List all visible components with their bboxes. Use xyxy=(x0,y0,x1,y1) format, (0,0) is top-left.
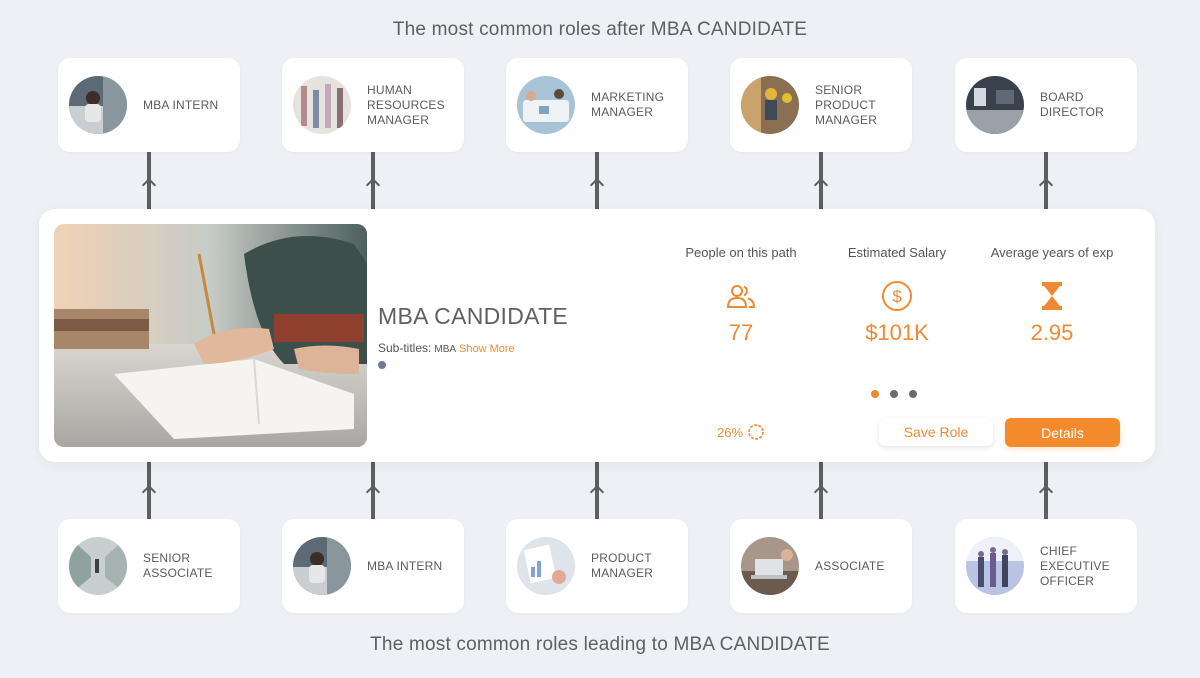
arrow-up-icon xyxy=(1038,177,1054,193)
arrow-up-icon xyxy=(589,484,605,500)
arrow-up-icon xyxy=(365,484,381,500)
arrow-up-icon xyxy=(589,177,605,193)
arrow-up-icon xyxy=(141,177,157,193)
role-title: MARKETING MANAGER xyxy=(591,90,665,119)
arrow-up-icon xyxy=(141,484,157,500)
stat-label: People on this path xyxy=(685,245,797,260)
connector-line xyxy=(819,152,823,209)
role-title: PRODUCT MANAGER xyxy=(591,551,654,580)
hourglass-icon xyxy=(1036,280,1068,312)
business-people-photo xyxy=(966,537,1024,595)
role-title: MBA INTERN xyxy=(367,558,443,573)
save-role-button[interactable]: Save Role xyxy=(879,418,993,446)
office-hallway-photo xyxy=(69,537,127,595)
stat-people-on-path: People on this path 77 xyxy=(661,245,821,346)
people-icon xyxy=(725,280,757,312)
role-card-next-3[interactable]: MARKETING MANAGER xyxy=(506,58,688,152)
stat-value: $101K xyxy=(865,320,929,345)
meeting-table-photo xyxy=(517,76,575,134)
arrow-up-icon xyxy=(365,177,381,193)
match-percent-value: 26% xyxy=(717,424,744,440)
stat-label: Estimated Salary xyxy=(847,245,947,260)
connector-line xyxy=(371,152,375,209)
stat-value: 77 xyxy=(728,320,754,345)
details-button[interactable]: Details xyxy=(1005,418,1120,447)
connector-line xyxy=(1044,152,1048,209)
role-card-next-5[interactable]: BOARD DIRECTOR xyxy=(955,58,1137,152)
show-more-link[interactable]: Show More xyxy=(459,343,515,355)
stats-pager xyxy=(871,390,917,398)
connector-line xyxy=(147,152,151,209)
role-card-previous-4[interactable]: ASSOCIATE xyxy=(730,519,912,613)
office-interior-photo xyxy=(966,76,1024,134)
connector-line xyxy=(147,462,151,519)
connector-line xyxy=(371,462,375,519)
pager-dot-1[interactable] xyxy=(871,390,879,398)
role-card-previous-1[interactable]: SENIOR ASSOCIATE xyxy=(58,519,240,613)
subtitle-indicator-dot xyxy=(378,361,386,369)
role-title: SENIOR ASSOCIATE xyxy=(143,551,213,580)
previous-roles-heading: The most common roles leading to MBA CAN… xyxy=(370,634,830,655)
stat-average-years-exp: Average years of exp 2.95 xyxy=(972,245,1132,346)
progress-ring-icon xyxy=(748,424,764,440)
role-title: BOARD DIRECTOR xyxy=(1040,90,1105,119)
previous-roles-row: SENIOR ASSOCIATE MBA INTERN PRODUCT MANA… xyxy=(0,519,1200,613)
connector-line xyxy=(595,152,599,209)
person-studying-photo xyxy=(69,76,127,134)
role-card-next-1[interactable]: MBA INTERN xyxy=(58,58,240,152)
role-card-previous-5[interactable]: CHIEF EXECUTIVE OFFICER xyxy=(955,519,1137,613)
stat-label: Average years of exp xyxy=(990,245,1114,260)
role-card-next-2[interactable]: HUMAN RESOURCES MANAGER xyxy=(282,58,464,152)
laptop-desk-photo xyxy=(741,537,799,595)
role-title: CHIEF EXECUTIVE OFFICER xyxy=(1040,543,1110,588)
role-card-next-4[interactable]: SENIOR PRODUCT MANAGER xyxy=(730,58,912,152)
stat-value: 2.95 xyxy=(1030,320,1074,345)
role-title: MBA INTERN xyxy=(143,97,219,112)
person-studying-photo xyxy=(293,537,351,595)
student-writing-photo xyxy=(54,224,367,447)
next-roles-heading: The most common roles after MBA CANDIDAT… xyxy=(392,19,808,40)
match-percentage: 26% xyxy=(717,423,765,441)
warehouse-workers-photo xyxy=(741,76,799,134)
current-role-title: MBA CANDIDATE xyxy=(378,303,569,329)
arrow-up-icon xyxy=(813,177,829,193)
connector-line xyxy=(595,462,599,519)
connector-line xyxy=(1044,462,1048,519)
dollar-icon: $ xyxy=(881,280,913,312)
role-card-previous-3[interactable]: PRODUCT MANAGER xyxy=(506,519,688,613)
role-title: ASSOCIATE xyxy=(815,558,885,573)
connector-line xyxy=(819,462,823,519)
role-title: SENIOR PRODUCT MANAGER xyxy=(815,82,878,127)
charts-documents-photo xyxy=(517,537,575,595)
role-card-previous-2[interactable]: MBA INTERN xyxy=(282,519,464,613)
pager-dot-3[interactable] xyxy=(909,390,917,398)
role-title: HUMAN RESOURCES MANAGER xyxy=(367,82,445,127)
stat-estimated-salary: Estimated Salary $ $101K xyxy=(817,245,977,346)
svg-text:$: $ xyxy=(892,287,902,306)
subtitles-label: Sub-titles: xyxy=(378,341,432,355)
pager-dot-2[interactable] xyxy=(890,390,898,398)
arrow-up-icon xyxy=(1038,484,1054,500)
office-team-photo xyxy=(293,76,351,134)
arrow-up-icon xyxy=(813,484,829,500)
next-roles-row: MBA INTERN HUMAN RESOURCES MANAGER MARKE… xyxy=(0,58,1200,152)
subtitles-value: MBA xyxy=(434,344,457,355)
